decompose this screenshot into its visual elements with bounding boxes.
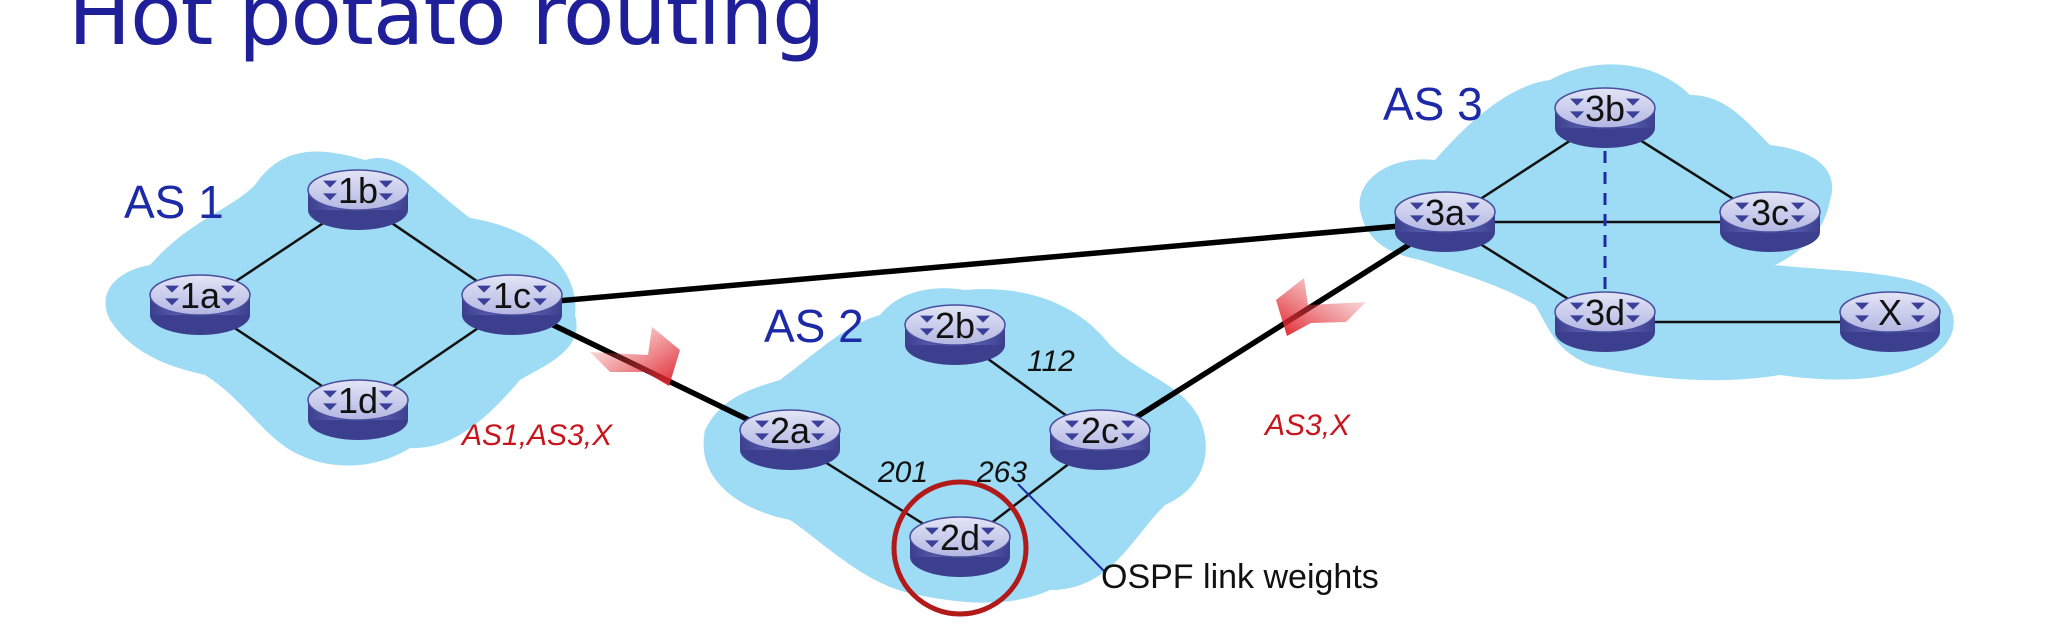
router-1a: 1a <box>149 274 251 335</box>
router-1d: 1d <box>307 379 409 440</box>
router-label-3d: 3d <box>1585 292 1625 333</box>
hot-potato-highlight-circle <box>891 479 1029 617</box>
link-1c-3a <box>511 219 1446 308</box>
router-label-2d: 2d <box>940 517 980 558</box>
link-2c-3a <box>1098 219 1447 443</box>
advertisement-label-as3: AS3,X <box>1263 409 1351 442</box>
router-label-3a: 3a <box>1425 192 1466 233</box>
annotation-leader-line <box>1017 483 1106 573</box>
advertisement-arrow-as1 <box>590 327 680 386</box>
router-label-3c: 3c <box>1751 192 1789 233</box>
router-label-1c: 1c <box>493 275 531 316</box>
router-3c: 3c <box>1719 191 1821 252</box>
router-label-2b: 2b <box>935 305 975 346</box>
router-label-2a: 2a <box>770 410 811 451</box>
slide-title: Hot potato routing <box>68 0 825 64</box>
router-2a: 2a <box>739 409 841 470</box>
router-2b: 2b <box>904 304 1006 365</box>
router-label-3b: 3b <box>1585 88 1625 129</box>
router-label-1a: 1a <box>180 275 221 316</box>
as1-cloud <box>105 151 577 466</box>
router-2d: 2d <box>909 516 1011 577</box>
advertisement-label-as1: AS1,AS3,X <box>460 419 613 452</box>
routers: 1a 1b 1c 1d 2a 2b 2c 2d 3a 3b 3c 3d X <box>149 87 1941 577</box>
as1-label: AS 1 <box>124 176 224 228</box>
as2-label: AS 2 <box>764 300 864 352</box>
router-label-1b: 1b <box>338 170 378 211</box>
router-1b: 1b <box>307 169 409 230</box>
router-label-1d: 1d <box>338 380 378 421</box>
link-weight-2a-2d: 201 <box>877 456 928 489</box>
router-3b: 3b <box>1554 87 1656 148</box>
router-3a: 3a <box>1394 191 1496 252</box>
router-x: X <box>1839 291 1941 352</box>
as2-cloud <box>703 288 1206 603</box>
link-weight-2b-2c: 112 <box>1027 345 1075 378</box>
link-weight-2d-2c: 263 <box>976 456 1027 489</box>
router-1c: 1c <box>461 274 563 335</box>
router-2c: 2c <box>1049 409 1151 470</box>
advertisement-arrow-as3 <box>1276 278 1366 336</box>
router-label-x: X <box>1878 292 1902 333</box>
as3-label: AS 3 <box>1383 78 1483 130</box>
router-label-2c: 2c <box>1081 410 1119 451</box>
router-3d: 3d <box>1554 291 1656 352</box>
ospf-annotation: OSPF link weights <box>1101 558 1379 596</box>
